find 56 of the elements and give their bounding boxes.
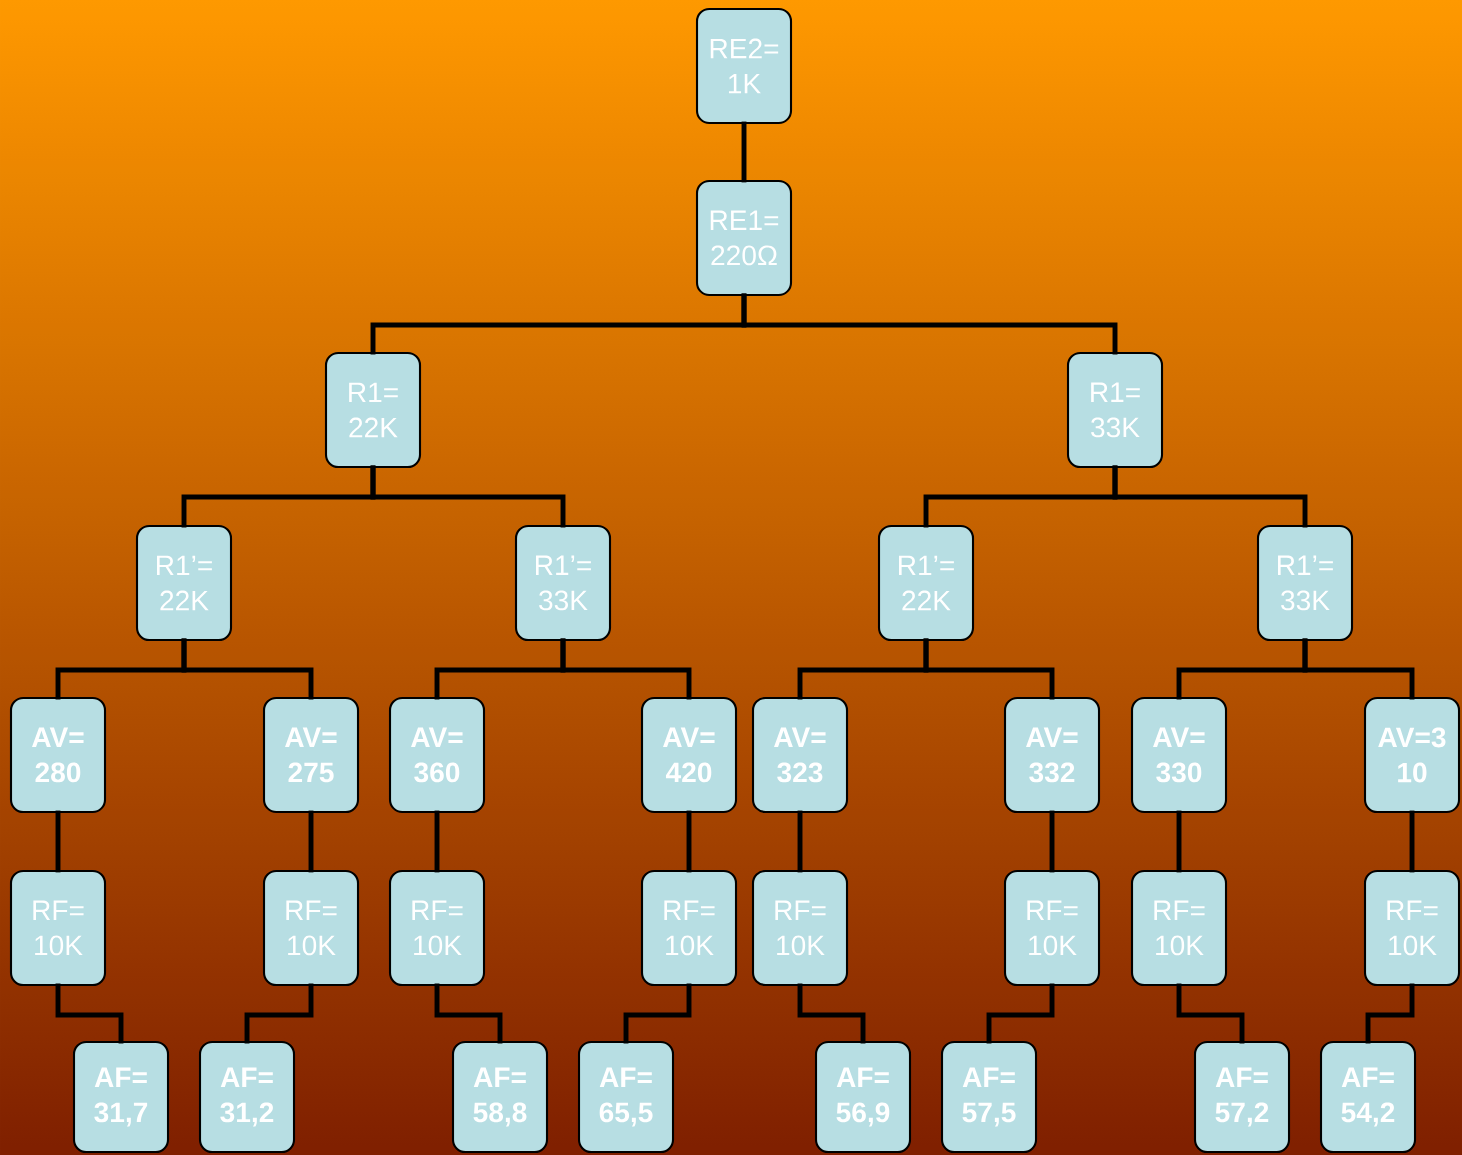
connector-line	[1365, 983, 1415, 1044]
connector-line	[434, 810, 440, 873]
connector-line	[1176, 810, 1182, 873]
connector-line	[797, 810, 803, 873]
value-box: AF= 58,8	[451, 1040, 549, 1154]
value-box: R1’= 22K	[135, 524, 233, 642]
value-box: AV= 360	[388, 696, 486, 814]
value-box: AV=3 10	[1363, 696, 1461, 814]
connector-line	[55, 983, 124, 1044]
value-box: R1= 22K	[324, 351, 422, 469]
value-box: AV= 332	[1003, 696, 1101, 814]
connector-line	[1112, 465, 1308, 528]
value-box: RF= 10K	[1130, 869, 1228, 987]
connector-line	[741, 293, 1118, 355]
connector-line	[741, 121, 747, 183]
value-box: RF= 10K	[1003, 869, 1101, 987]
value-box: RF= 10K	[751, 869, 849, 987]
connector-line	[986, 983, 1055, 1044]
value-box: RF= 10K	[1363, 869, 1461, 987]
connector-line	[1302, 638, 1415, 700]
value-box: R1= 33K	[1066, 351, 1164, 469]
connector-line	[434, 983, 503, 1044]
value-box: RF= 10K	[9, 869, 107, 987]
value-box: AF= 54,2	[1319, 1040, 1417, 1154]
value-box: AV= 323	[751, 696, 849, 814]
value-box: RF= 10K	[262, 869, 360, 987]
connector-line	[55, 810, 61, 873]
value-box: R1’= 33K	[514, 524, 612, 642]
value-box: AF= 57,2	[1193, 1040, 1291, 1154]
value-box: AF= 57,5	[940, 1040, 1038, 1154]
value-box: AV= 280	[9, 696, 107, 814]
connector-line	[244, 983, 314, 1044]
connector-line	[623, 983, 692, 1044]
connector-line	[181, 638, 314, 700]
value-box: RF= 10K	[388, 869, 486, 987]
value-box: R1’= 33K	[1256, 524, 1354, 642]
value-box: RE1= 220Ω	[695, 179, 793, 297]
value-box: AF= 65,5	[577, 1040, 675, 1154]
connector-line	[308, 810, 314, 873]
connector-line	[797, 983, 866, 1044]
value-box: AF= 31,7	[72, 1040, 170, 1154]
value-box: AF= 56,9	[814, 1040, 912, 1154]
value-box: AV= 275	[262, 696, 360, 814]
connector-line	[560, 638, 692, 700]
connector-line	[923, 638, 1055, 700]
value-box: R1’= 22K	[877, 524, 975, 642]
value-box: AF= 31,2	[198, 1040, 296, 1154]
value-box: AV= 420	[640, 696, 738, 814]
value-box: RE2= 1K	[695, 7, 793, 125]
connector-line	[1049, 810, 1055, 873]
connector-line	[370, 465, 566, 528]
value-box: RF= 10K	[640, 869, 738, 987]
connector-line	[1176, 983, 1245, 1044]
value-box: AV= 330	[1130, 696, 1228, 814]
connector-line	[1409, 810, 1415, 873]
connector-line	[686, 810, 692, 873]
